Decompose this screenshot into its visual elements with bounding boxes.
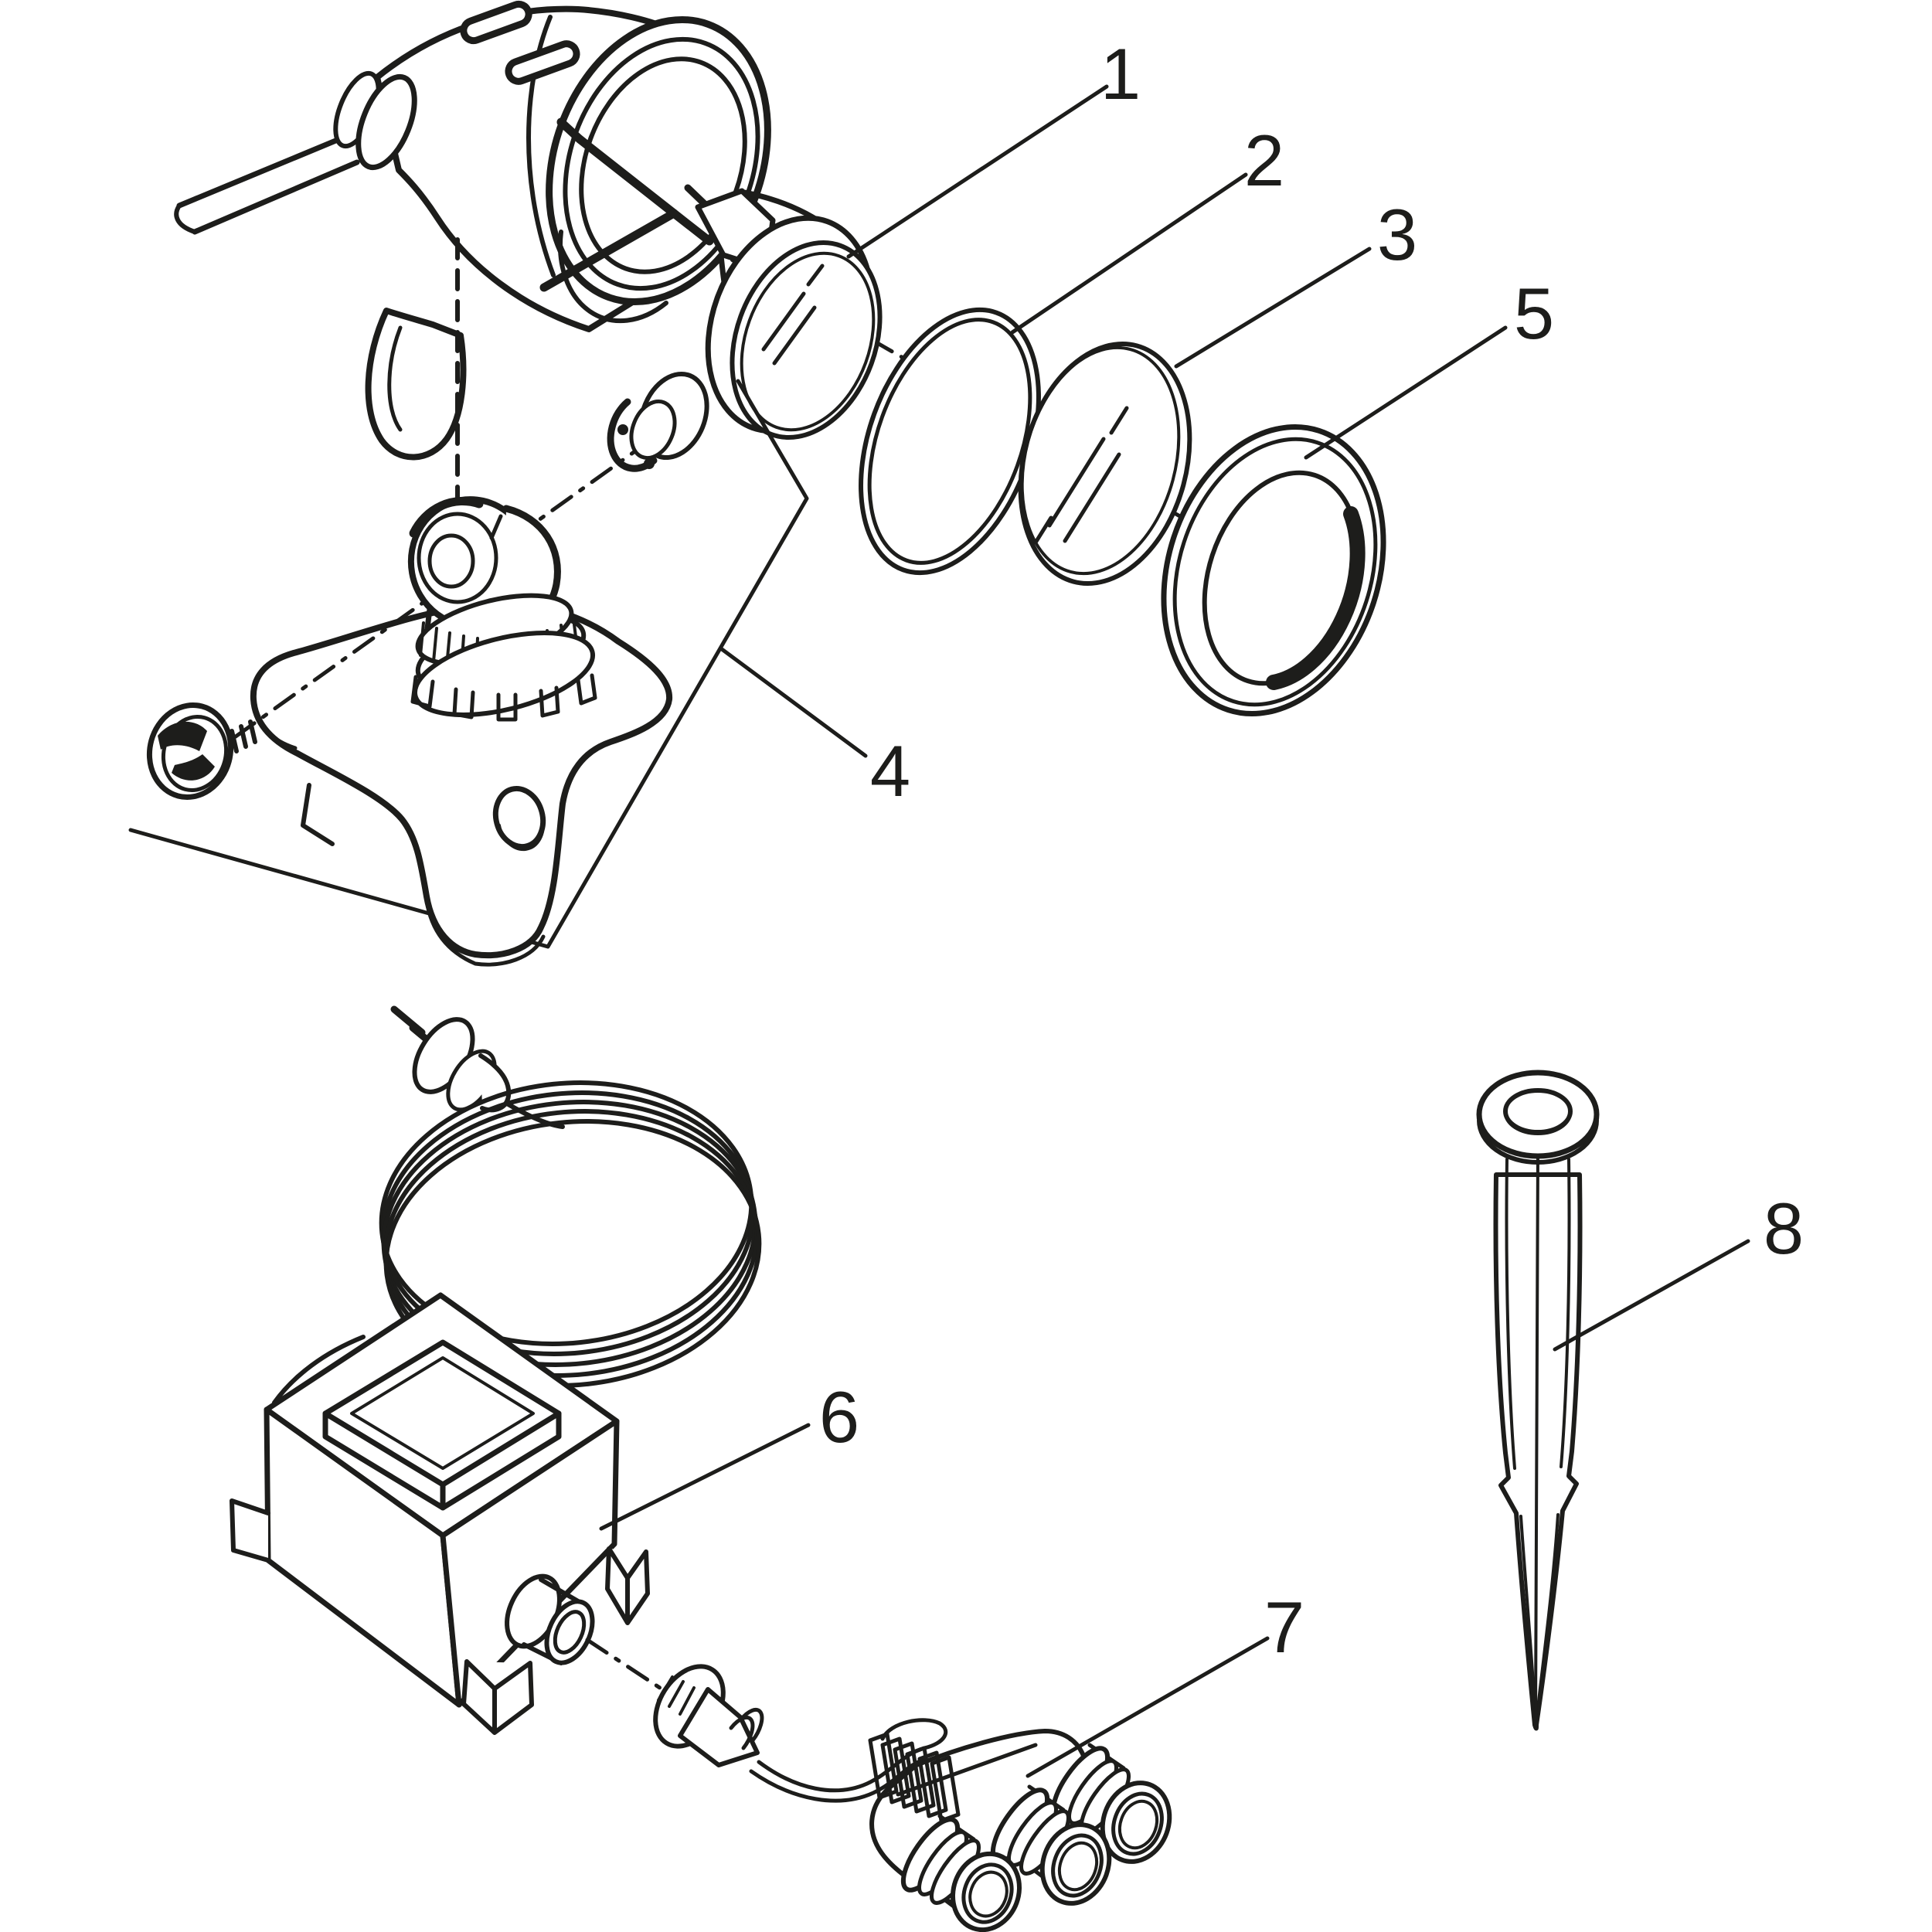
callout-label-3: 3 [1377, 194, 1417, 275]
housing-lug [365, 308, 467, 461]
leader-5 [1304, 325, 1508, 460]
callout-label-8: 8 [1764, 1188, 1804, 1269]
castellation-tabs [410, 673, 597, 722]
star-base-plate [250, 600, 673, 959]
front-ring-drawing [1161, 423, 1386, 717]
leader-2 [1010, 172, 1248, 335]
lamp-socket-bridge [575, 134, 679, 218]
callout-label-6: 6 [819, 1376, 859, 1458]
housing-slot [505, 40, 580, 85]
cable-gland-nut [355, 73, 417, 171]
transformer-foot [461, 1659, 534, 1735]
leader-8 [1553, 1239, 1750, 1352]
distributor-outlet [990, 1784, 1112, 1906]
leader-6 [599, 1423, 811, 1531]
socket-axis-dashdot [585, 1638, 676, 1699]
lens-glass-drawing [1018, 341, 1192, 587]
housing-slot [460, 0, 532, 45]
lamp-front-glass [730, 240, 883, 440]
reflector-lamp-drawing [684, 184, 883, 440]
strain-relief-fins [868, 1732, 961, 1823]
bulb-holder-insert [607, 371, 709, 472]
transformer-drawing [230, 1005, 764, 1767]
ground-stake-drawing [1476, 1070, 1600, 1731]
callout-label-5: 5 [1514, 273, 1554, 354]
base-plate-hole [492, 785, 546, 850]
ring-inner-shadow [1266, 506, 1366, 690]
cable-cut-end [174, 203, 197, 234]
leader-3 [1174, 247, 1372, 369]
screw-connector [653, 1664, 764, 1767]
leader-4 [719, 647, 868, 758]
transformer-pad [322, 1339, 562, 1488]
distributor-outlet [900, 1814, 1022, 1932]
ground-plane-outline [128, 379, 809, 949]
callout-label-4: 4 [870, 730, 910, 811]
callout-leaders [599, 84, 1750, 1778]
leader-7 [1026, 1636, 1270, 1778]
callout-label-7: 7 [1264, 1587, 1304, 1668]
transformer-box-side [440, 1418, 620, 1708]
mounting-base-drawing [128, 371, 809, 967]
transformer-foot [605, 1546, 650, 1625]
transformer-foot [230, 1498, 270, 1563]
callout-label-1: 1 [1100, 33, 1141, 114]
distributor-drawing [749, 1718, 1172, 1932]
cable-coil [379, 1080, 762, 1388]
screw-thread [230, 719, 257, 753]
wing-screw [146, 702, 257, 800]
leader-1 [846, 84, 1109, 259]
callout-label-2: 2 [1244, 120, 1284, 201]
